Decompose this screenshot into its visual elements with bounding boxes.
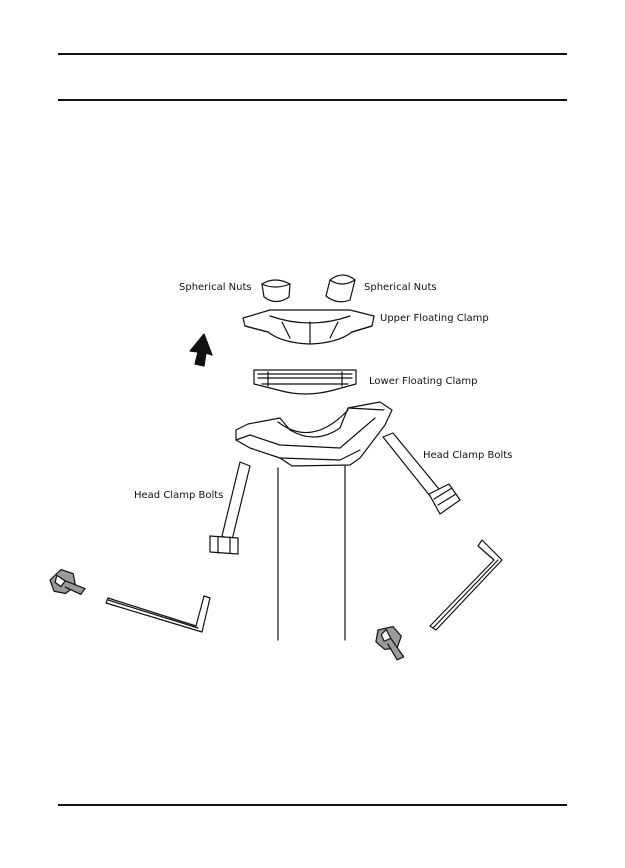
label-head-clamp-bolts-right: Head Clamp Bolts: [423, 450, 512, 461]
hex-key-icon: [430, 540, 502, 630]
hex-key-icon: [106, 596, 210, 632]
head-clamp-bolt-left: [210, 462, 250, 554]
wrench-icon: [48, 564, 86, 602]
upper-floating-clamp: [243, 310, 374, 344]
spherical-nut-right: [326, 275, 355, 302]
label-head-clamp-bolts-left: Head Clamp Bolts: [134, 490, 223, 501]
label-spherical-nuts-right: Spherical Nuts: [364, 282, 437, 293]
seatpost-head: [236, 402, 392, 466]
arrow-up-icon: [190, 334, 212, 366]
wrench-icon: [373, 624, 408, 661]
seatpost-tube: [278, 466, 345, 640]
lower-floating-clamp: [254, 370, 356, 394]
spherical-nut-left: [262, 280, 290, 302]
label-upper-floating-clamp: Upper Floating Clamp: [380, 313, 489, 324]
label-spherical-nuts-left: Spherical Nuts: [179, 282, 252, 293]
label-lower-floating-clamp: Lower Floating Clamp: [369, 376, 477, 387]
head-clamp-bolt-right: [383, 433, 460, 514]
